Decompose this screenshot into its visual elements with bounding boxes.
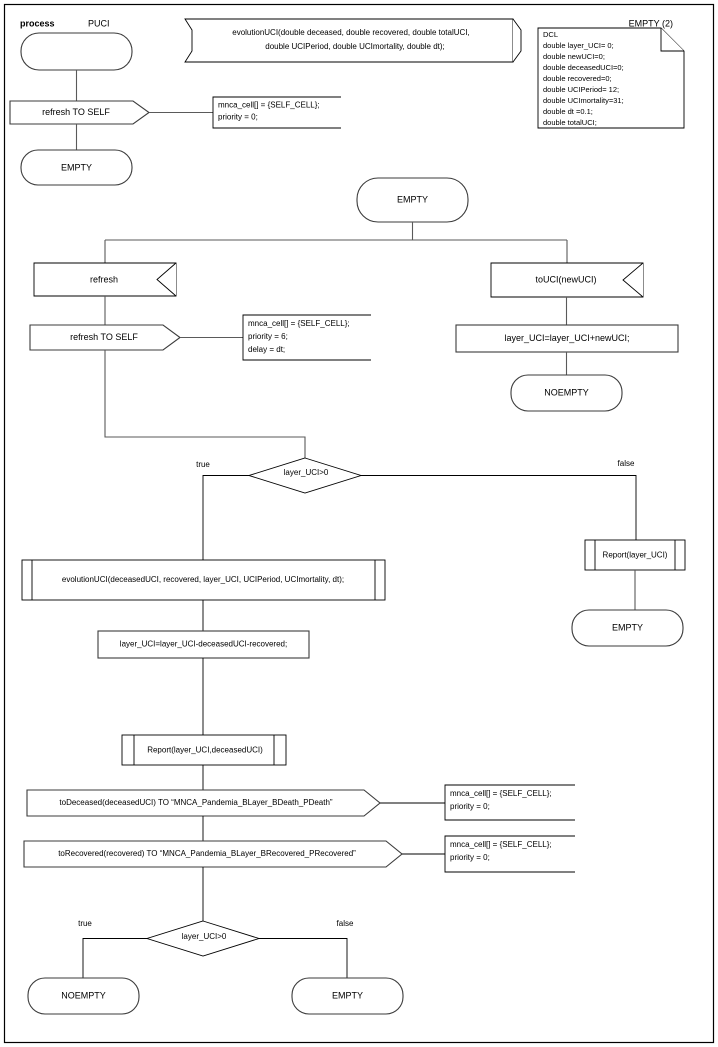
call-report-main[interactable] xyxy=(121,734,287,766)
task-layer-sub[interactable] xyxy=(97,630,310,659)
connector-decision-bottom-true xyxy=(82,938,147,978)
dcl-line-1: double layer_UCI= 0; xyxy=(543,41,614,50)
comment-1-line-2: priority = 0; xyxy=(218,113,258,122)
connector-decision-top-true xyxy=(202,475,249,560)
connector-decision-top-false xyxy=(361,475,637,540)
procedure-signature-box xyxy=(184,18,514,63)
state-empty-bottom-label: EMPTY xyxy=(332,990,363,1000)
dcl-line-8: double totalUCI; xyxy=(543,118,597,127)
decision-top-false-label: false xyxy=(618,459,635,468)
comment-4-line-2: priority = 0; xyxy=(450,853,490,862)
state-empty-top-label: EMPTY xyxy=(61,162,92,172)
call-report-main-label: Report(layer_UCI,deceasedUCI) xyxy=(147,746,263,755)
input-toUCI-label: toUCI(newUCI) xyxy=(535,274,596,284)
comment-4-line-1: mnca_cell[] = {SELF_CELL}; xyxy=(450,840,552,849)
comment-2-line-1: mnca_cell[] = {SELF_CELL}; xyxy=(248,319,350,328)
process-keyword: process xyxy=(20,18,55,28)
comment-2-line-3: delay = dt; xyxy=(248,345,285,354)
output-toDeceased-label: toDeceased(deceasedUCI) TO “MNCA_Pandemi… xyxy=(59,798,333,807)
output-toRecovered-label: toRecovered(recovered) TO “MNCA_Pandemia… xyxy=(58,849,356,858)
comment-2-line-2: priority = 6; xyxy=(248,332,288,341)
comment-3-line-2: priority = 0; xyxy=(450,802,490,811)
start-state-shape[interactable] xyxy=(20,32,133,71)
page-frame xyxy=(3,3,715,1044)
output-refresh-to-self-top-label: refresh TO SELF xyxy=(42,107,110,117)
input-refresh-label: refresh xyxy=(90,274,118,284)
output-refresh-to-self-main[interactable] xyxy=(29,324,181,351)
dcl-line-7: double dt =0.1; xyxy=(543,107,593,116)
decision-bottom-true-label: true xyxy=(78,919,92,928)
dcl-note-box xyxy=(537,27,685,129)
procedure-signature-line-2: double UCIPeriod, double UCImortality, d… xyxy=(265,42,445,51)
dcl-line-6: double UCImortality=31; xyxy=(543,96,624,105)
procedure-signature-right-tab xyxy=(512,18,522,63)
decision-bottom-label: layer_UCI>0 xyxy=(182,932,227,941)
call-evolution-label: evolutionUCI(deceasedUCI, recovered, lay… xyxy=(62,575,344,584)
decision-bottom-false-label: false xyxy=(337,919,354,928)
state-noempty-bottom-label: NOEMPTY xyxy=(61,990,106,1000)
dcl-title: DCL xyxy=(543,30,558,39)
state-noempty-bottom[interactable] xyxy=(27,977,140,1015)
decision-top-label: layer_UCI>0 xyxy=(284,468,329,477)
state-empty-bottom[interactable] xyxy=(291,977,404,1015)
decision-top[interactable] xyxy=(247,457,363,494)
dcl-line-4: double recovered=0; xyxy=(543,74,612,83)
connector-output-to-decision-top xyxy=(104,350,306,458)
call-report-false-label: Report(layer_UCI) xyxy=(603,551,668,560)
connector-decision-bottom-false xyxy=(259,938,348,978)
decision-top-true-label: true xyxy=(196,460,210,469)
state-empty-false-label: EMPTY xyxy=(612,622,643,632)
comment-box-1 xyxy=(212,96,341,129)
comment-box-3 xyxy=(444,784,575,821)
output-toRecovered[interactable] xyxy=(23,840,403,868)
procedure-signature-line-1: evolutionUCI(double deceased, double rec… xyxy=(232,28,469,37)
task-layer-sub-label: layer_UCI=layer_UCI-deceasedUCI-recovere… xyxy=(120,640,287,649)
call-evolution[interactable] xyxy=(21,559,386,601)
comment-3-line-1: mnca_cell[] = {SELF_CELL}; xyxy=(450,789,552,798)
task-layer-add[interactable] xyxy=(455,324,679,353)
page-label: EMPTY (2) xyxy=(629,18,673,28)
comment-box-4 xyxy=(444,835,575,873)
state-empty-top[interactable] xyxy=(20,149,133,186)
dcl-note-fold xyxy=(660,28,684,52)
state-empty-false[interactable] xyxy=(571,609,684,647)
comment-1-line-1: mnca_cell[] = {SELF_CELL}; xyxy=(218,101,320,110)
state-noempty-right[interactable] xyxy=(510,374,623,412)
input-refresh-notch xyxy=(156,262,177,297)
comment-box-2 xyxy=(242,314,371,361)
dcl-line-3: double deceasedUCI=0; xyxy=(543,63,624,72)
output-toDeceased[interactable] xyxy=(26,789,381,817)
process-name: PUCI xyxy=(88,18,110,28)
output-refresh-to-self-top[interactable] xyxy=(9,100,150,125)
state-noempty-right-label: NOEMPTY xyxy=(544,387,589,397)
task-layer-add-label: layer_UCI=layer_UCI+newUCI; xyxy=(504,333,629,343)
input-toUCI-notch xyxy=(622,262,644,298)
output-refresh-to-self-main-label: refresh TO SELF xyxy=(70,332,138,342)
state-empty-main-label: EMPTY xyxy=(397,194,428,204)
dcl-line-5: double UCIPeriod= 12; xyxy=(543,85,619,94)
decision-bottom[interactable] xyxy=(145,920,261,957)
dcl-line-2: double newUCI=0; xyxy=(543,52,605,61)
